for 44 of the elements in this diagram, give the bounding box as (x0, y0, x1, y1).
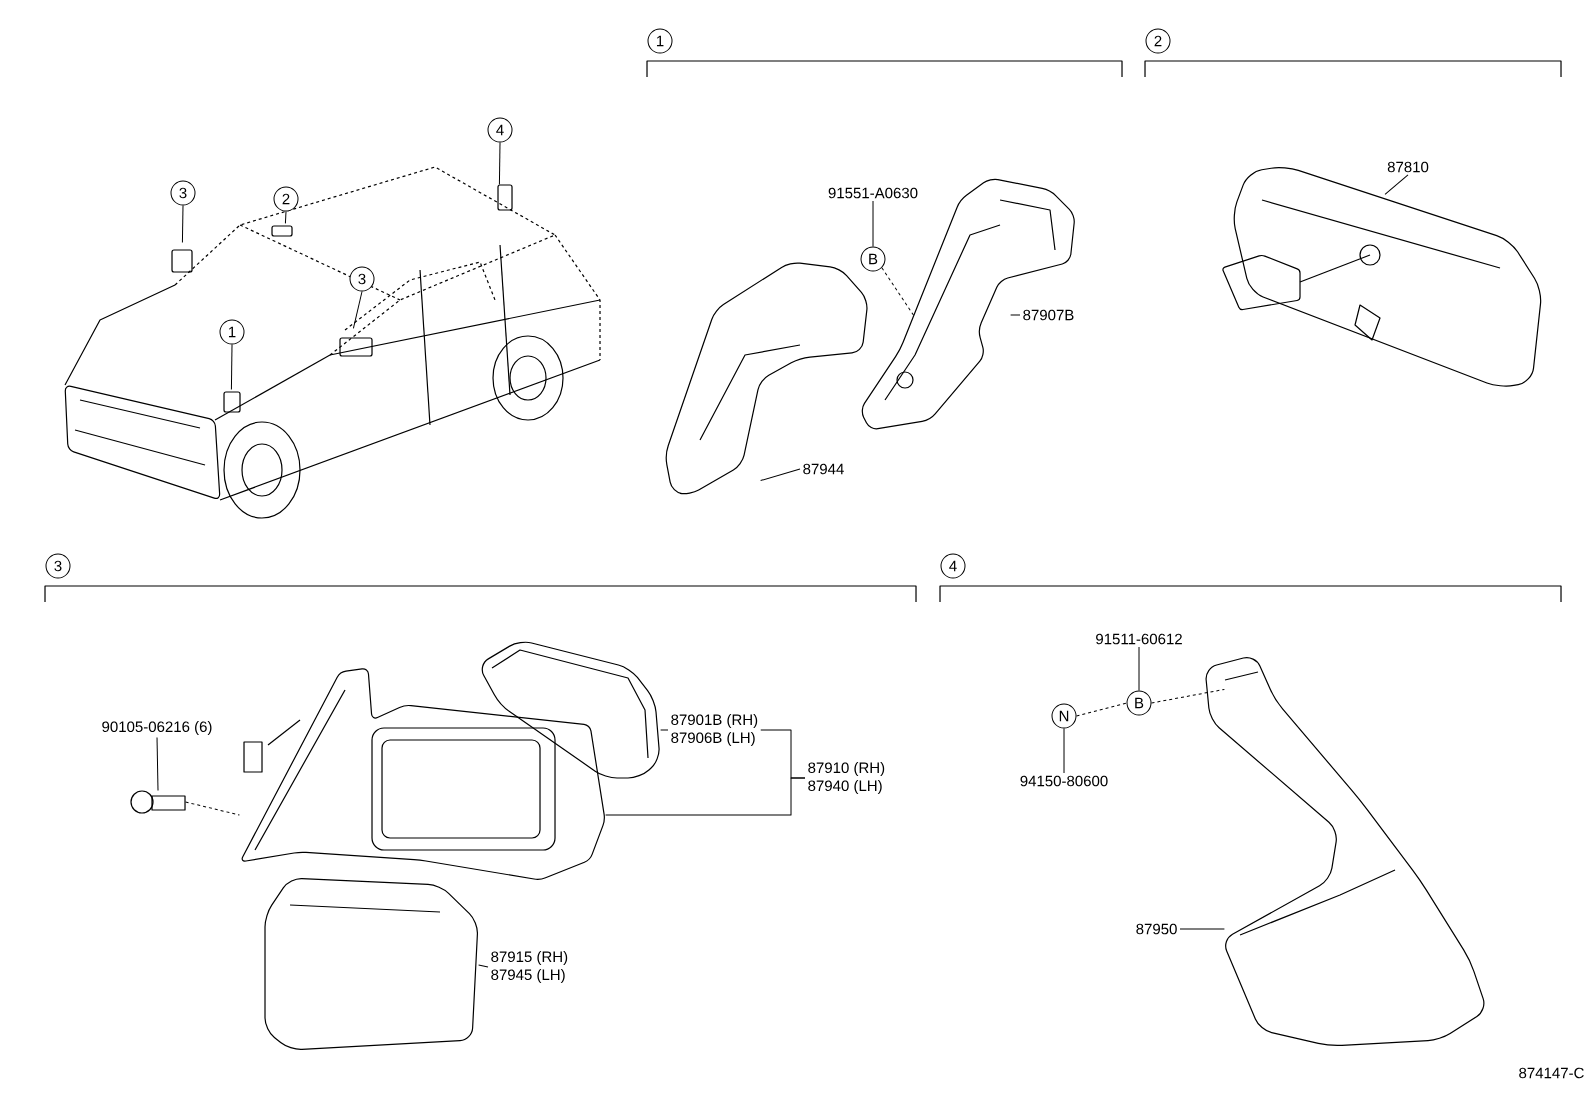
section-number: 2 (1145, 28, 1171, 54)
leader-line (498, 142, 501, 185)
leader-line (1010, 314, 1021, 316)
part-number: 90105-06216 (6) (102, 721, 212, 735)
leader-line (156, 737, 159, 791)
bolt-drawing (130, 790, 186, 814)
part-number: 87810 (1387, 161, 1429, 173)
mirror-cap-drawing (264, 877, 478, 1050)
part-number: 87907B (1023, 309, 1074, 321)
callout-number: 4 (487, 117, 513, 143)
leader-line (760, 468, 801, 482)
leader-line (230, 344, 233, 390)
leader-line (352, 291, 363, 329)
part-number: 91551-A0630 (828, 187, 918, 199)
leader-line (1179, 928, 1225, 930)
section-number: 3 (45, 553, 71, 579)
spoiler-drawing (1205, 657, 1485, 1046)
part-number: 87950 (1136, 923, 1177, 935)
section-number: 1 (647, 28, 673, 54)
leader-line (1384, 174, 1409, 195)
dashed-line (881, 267, 914, 316)
part-number: 91511-60612 (1096, 633, 1182, 645)
part-number: 87910 (RH) 87940 (LH) (808, 762, 885, 794)
part-number: 87915 (RH) 87945 (LH) (491, 951, 568, 983)
part-number: 87944 (803, 463, 844, 475)
leader-line (478, 964, 489, 968)
section-number: 4 (940, 553, 966, 579)
mirror-cover-drawing (665, 262, 868, 495)
car-drawing (64, 166, 601, 519)
dashed-line (1076, 702, 1127, 717)
leader-line (760, 729, 806, 779)
part-number: 94150-80600 (1020, 775, 1108, 787)
mirror-housing-drawing (241, 668, 605, 880)
dashed-line (185, 801, 240, 816)
leader-line (660, 729, 669, 731)
leader-line (872, 200, 874, 247)
leader-line (284, 211, 287, 224)
dashed-line (1151, 688, 1225, 704)
leader-line (1063, 728, 1065, 774)
drawing-number: 874147-C (1519, 1067, 1584, 1079)
leader-line (1138, 646, 1140, 691)
leader-line (181, 205, 184, 243)
mirror-glass-drawing (481, 641, 660, 779)
part-number: 87901B (RH) 87906B (LH) (671, 714, 758, 746)
